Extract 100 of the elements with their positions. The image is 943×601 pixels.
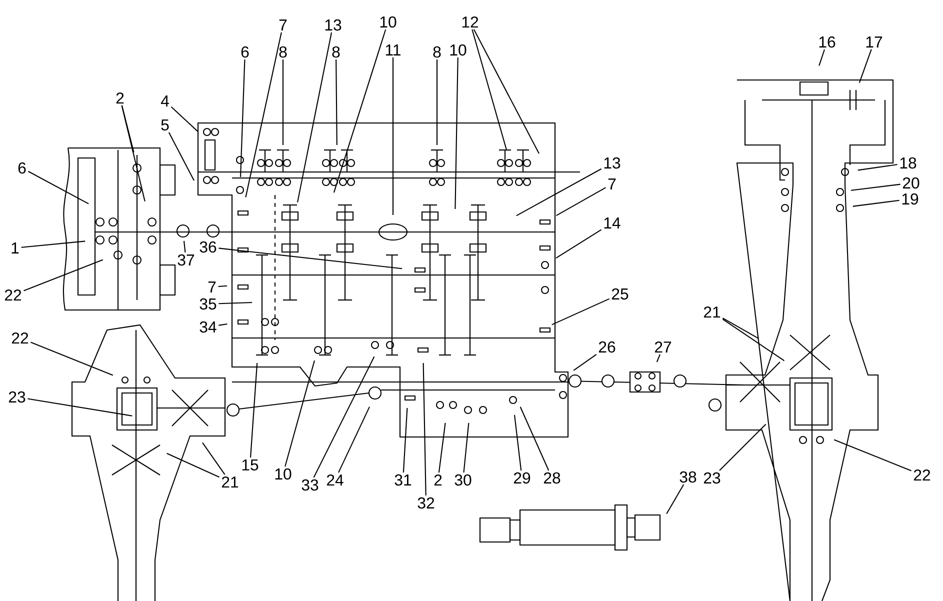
- leader-line: [438, 422, 446, 473]
- leader-line: [30, 342, 114, 376]
- leader-line: [336, 59, 338, 145]
- callout-number: 5: [161, 119, 169, 131]
- callout-number: 38: [680, 471, 696, 483]
- leader-line: [21, 240, 86, 248]
- leader-line: [858, 164, 898, 171]
- callout-number: 15: [242, 459, 258, 471]
- leader-line: [282, 59, 284, 145]
- leader-line: [245, 32, 282, 198]
- callout-number: 25: [612, 288, 628, 300]
- callout-number: 10: [450, 44, 466, 56]
- callout-number: 7: [279, 20, 287, 30]
- leader-line: [121, 105, 146, 202]
- callout-number: 30: [454, 474, 472, 486]
- leader-line: [454, 57, 458, 209]
- callout-number: 13: [325, 19, 342, 31]
- leader-line: [552, 298, 610, 326]
- leader-line: [250, 362, 258, 458]
- callout-number: 4: [160, 96, 169, 106]
- leader-line: [168, 132, 194, 181]
- callout-number: 36: [200, 241, 216, 253]
- leader-line: [520, 406, 550, 471]
- callout-number: 31: [394, 474, 412, 486]
- leader-line: [858, 49, 872, 83]
- callout-number: 22: [12, 332, 28, 344]
- leader-line: [472, 29, 507, 150]
- leader-line: [284, 360, 316, 467]
- callout-number: 23: [704, 472, 720, 484]
- callout-number: 19: [902, 193, 918, 205]
- leader-line: [516, 168, 602, 216]
- callout-number: 21: [222, 476, 238, 488]
- callout-number: 18: [900, 157, 916, 169]
- callout-number: 23: [8, 391, 26, 403]
- leader-line: [170, 106, 198, 132]
- callout-number: 8: [279, 46, 287, 58]
- callout-number: 27: [654, 341, 672, 353]
- callout-number: 33: [302, 479, 318, 491]
- leader-line: [402, 408, 408, 473]
- callout-number: 20: [902, 177, 920, 189]
- leader-line: [556, 187, 606, 216]
- callout-number: 2: [116, 92, 124, 104]
- leader-line: [436, 59, 438, 145]
- leader-line: [392, 57, 394, 215]
- callout-number: 7: [608, 178, 616, 190]
- leader-line: [313, 356, 375, 478]
- callout-number: 13: [604, 157, 620, 169]
- leader-line: [722, 318, 759, 340]
- callout-number: 17: [866, 36, 882, 48]
- callout-number: 21: [704, 306, 720, 318]
- callout-number: 8: [332, 46, 340, 58]
- callout-number: 34: [200, 321, 216, 333]
- leader-line: [719, 424, 766, 471]
- callout-number: 7: [208, 282, 216, 292]
- callout-number: 2: [434, 474, 442, 486]
- callout-number: 11: [386, 44, 400, 56]
- callout-number: 16: [819, 36, 836, 48]
- callout-number: 1: [12, 242, 19, 254]
- callout-number: 29: [514, 472, 530, 484]
- callout-number: 28: [544, 472, 560, 484]
- leader-line: [850, 184, 900, 191]
- leader-line: [202, 442, 226, 475]
- callout-number: 37: [178, 254, 194, 266]
- leader-line: [240, 59, 246, 178]
- callout-number: 12: [462, 16, 478, 28]
- leader-line: [514, 414, 522, 471]
- callout-number: 14: [604, 218, 620, 228]
- leader-line: [852, 200, 900, 207]
- leader-line: [218, 323, 228, 326]
- leader-line: [166, 452, 220, 478]
- leader-line: [28, 398, 132, 416]
- leader-line: [722, 318, 784, 362]
- leader-line: [333, 29, 386, 193]
- leader-line: [296, 32, 332, 202]
- callout-number: 10: [275, 468, 292, 480]
- leader-line: [24, 259, 104, 292]
- callout-number: 22: [914, 469, 930, 481]
- callout-number: 6: [241, 46, 249, 58]
- callout-number: 24: [326, 474, 344, 486]
- leader-line: [473, 29, 540, 154]
- leader-line: [121, 105, 134, 153]
- leader-line: [656, 354, 660, 362]
- callout-number: 35: [200, 298, 216, 310]
- callout-number: 22: [4, 289, 22, 301]
- leader-line: [183, 240, 186, 253]
- leader-line: [463, 422, 470, 473]
- leader-line: [666, 484, 684, 514]
- callout-number: 26: [598, 341, 616, 353]
- leader-line: [556, 229, 602, 259]
- callout-number: 8: [433, 46, 441, 58]
- callout-number: 6: [18, 162, 26, 174]
- leader-line: [218, 248, 402, 270]
- leader-line: [573, 354, 597, 371]
- leader-line: [218, 285, 228, 288]
- leader-line: [338, 406, 370, 473]
- leader-line: [28, 170, 89, 204]
- callout-number: 10: [380, 16, 396, 28]
- leader-line: [218, 302, 252, 304]
- callout-number: 32: [418, 497, 434, 509]
- leader-line: [818, 49, 826, 66]
